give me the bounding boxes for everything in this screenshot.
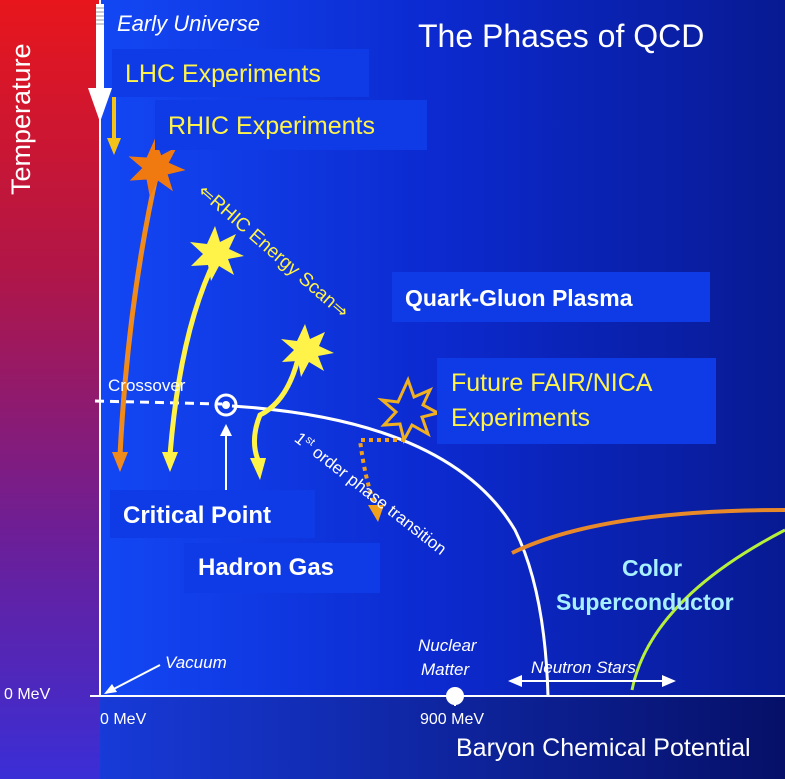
- rhic-starburst-1: [190, 226, 244, 281]
- rhic-trajectory-1: [167, 256, 219, 456]
- x-tick-label-900: 900 MeV: [420, 711, 485, 728]
- critical-point-label: Critical Point: [123, 502, 272, 529]
- fair-nica-label-line2: Experiments: [451, 404, 590, 432]
- color-sc-boundary: [511, 508, 785, 555]
- lhc-starburst: [128, 138, 186, 197]
- rhic-trajectory-2: [252, 349, 303, 461]
- crossover-label: Crossover: [108, 376, 186, 395]
- hadron-gas-label-box: [184, 543, 380, 593]
- lhc-trajectory: [117, 167, 161, 456]
- lhc-label-box: [112, 49, 369, 97]
- early-universe-label: Early Universe: [117, 11, 261, 36]
- vacuum-arrow: [105, 664, 161, 694]
- rhic-starburst-2: [281, 324, 334, 377]
- bottom-band: [0, 695, 785, 779]
- qgp-label-box: [392, 272, 710, 322]
- rhic-label-box: [155, 100, 427, 150]
- color-sc-green-line: [630, 528, 785, 691]
- y-tick-label-0: 0 MeV: [4, 686, 51, 703]
- nuclear-matter-label-line2: Matter: [421, 660, 470, 679]
- fair-trajectory: [357, 438, 405, 506]
- first-order-line: [231, 404, 550, 697]
- x-axis-label: Baryon Chemical Potential: [456, 734, 751, 762]
- rhic-label: RHIC Experiments: [168, 112, 375, 140]
- early-universe-arrow-stripes: [96, 7, 104, 25]
- nuclear-matter-label-line1: Nuclear: [418, 636, 477, 655]
- y-axis-label: Temperature: [6, 43, 36, 195]
- critical-point-marker: [214, 393, 238, 417]
- x-tick-label-0: 0 MeV: [100, 711, 147, 728]
- fair-nica-label-box: [437, 358, 716, 444]
- fair-nica-label-line1: Future FAIR/NICA: [451, 369, 653, 397]
- color-sc-label-line2: Superconductor: [556, 589, 734, 615]
- early-universe-arrow-shaft: [96, 4, 104, 92]
- crossover-line: [94, 399, 223, 406]
- fair-starburst: [377, 375, 443, 445]
- lhc-label: LHC Experiments: [125, 60, 321, 88]
- hadron-gas-label: Hadron Gas: [198, 554, 335, 581]
- early-universe-arrow-head: [88, 88, 112, 122]
- diagram-title: The Phases of QCD: [418, 18, 705, 54]
- temperature-gradient-bar: [0, 0, 100, 779]
- critical-point-label-box: [110, 490, 315, 538]
- nuclear-matter-marker: [446, 687, 464, 705]
- color-sc-label-line1: Color: [622, 555, 683, 581]
- neutron-stars-label: Neutron Stars: [531, 658, 636, 677]
- qgp-label: Quark-Gluon Plasma: [405, 285, 633, 311]
- vacuum-label: Vacuum: [165, 653, 227, 672]
